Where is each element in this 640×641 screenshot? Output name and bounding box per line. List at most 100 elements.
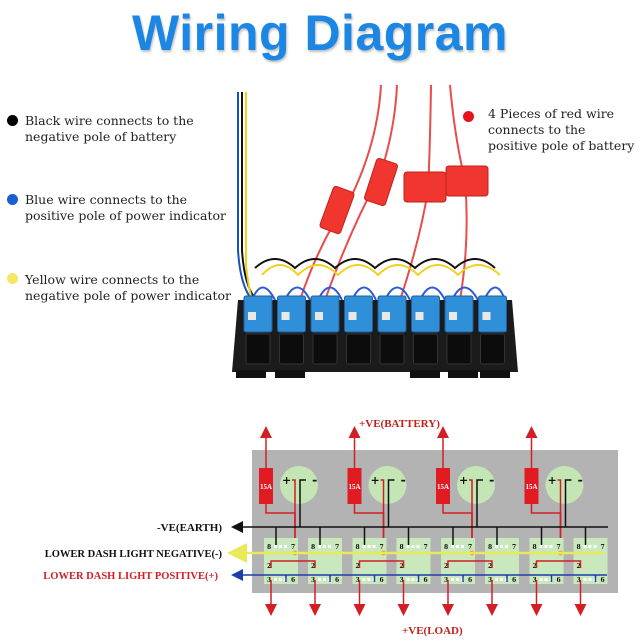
pin-label: 8	[444, 544, 448, 551]
fuse	[347, 468, 362, 504]
pin	[362, 545, 366, 548]
pin	[505, 545, 508, 548]
red-bridge	[270, 560, 316, 568]
fuse-label: 15A	[437, 483, 449, 491]
legend-black-line1: Black wire connects to the	[25, 113, 194, 128]
pin-label: 3	[444, 577, 448, 584]
battery-label: +VE(BATTERY)	[359, 418, 440, 430]
pin	[318, 578, 321, 581]
pin	[323, 578, 326, 581]
pin-label: 8	[533, 544, 537, 551]
legend-yellow-line2: negative pole of power indicator	[25, 288, 231, 303]
pin-label: 8	[488, 544, 492, 551]
indicator-light	[368, 466, 407, 504]
red-bridge	[447, 560, 493, 568]
pin	[411, 578, 415, 581]
pin	[451, 578, 454, 581]
pin	[328, 545, 331, 548]
pin-label: 8	[577, 544, 581, 551]
pin-label: 8	[267, 544, 271, 551]
legend-red-line3: positive pole of battery	[488, 138, 635, 153]
black-wire	[387, 479, 395, 527]
pin	[362, 578, 366, 581]
yellow-dot-icon	[7, 273, 18, 284]
fuse	[436, 468, 450, 504]
pin-label: 2	[577, 563, 581, 570]
page-title: Wiring Diagram	[131, 5, 509, 61]
pin-label: 3	[267, 577, 271, 584]
load-label: +VE(LOAD)	[402, 625, 463, 637]
pin	[588, 578, 592, 581]
pin	[367, 545, 371, 548]
pin	[544, 545, 548, 548]
pin	[461, 545, 464, 548]
pin	[274, 578, 277, 581]
pin-label: 6	[380, 577, 384, 584]
fuse-label: 15A	[260, 483, 272, 491]
pin	[406, 545, 410, 548]
pin-label: 6	[335, 577, 339, 584]
legend-black: Black wire connects to the negative pole…	[25, 113, 194, 145]
dash-negative-label: LOWER DASH LIGHT NEGATIVE(-)	[45, 549, 223, 560]
pin-label: 6	[512, 577, 516, 584]
legend-blue-line2: positive pole of power indicator	[25, 208, 227, 223]
minus-sign: -	[401, 473, 406, 488]
indicator-light	[545, 466, 584, 504]
legend-black-line2: negative pole of battery	[25, 129, 177, 144]
pin	[456, 545, 459, 548]
legend-red-line1: 4 Pieces of red wire	[488, 106, 615, 121]
pin-label: 2	[267, 563, 271, 570]
fuse	[259, 468, 273, 504]
fuse	[524, 468, 539, 504]
pin	[274, 545, 277, 548]
pin	[539, 545, 543, 548]
pin	[372, 545, 376, 548]
legend-yellow: Yellow wire connects to the negative pol…	[25, 272, 231, 304]
pin-label: 7	[601, 544, 605, 551]
red-dot-icon	[463, 111, 474, 122]
pin	[456, 578, 459, 581]
red-wire	[380, 479, 385, 545]
pin-label: 2	[400, 563, 404, 570]
pin	[318, 545, 321, 548]
pin	[544, 578, 548, 581]
pin	[583, 545, 587, 548]
plus-sign: +	[371, 474, 380, 487]
fuse-label: 15A	[348, 483, 360, 491]
pin	[411, 545, 415, 548]
pin-label: 3	[400, 577, 404, 584]
pin	[284, 545, 287, 548]
indicator-light	[280, 466, 318, 504]
pin-label: 7	[557, 544, 561, 551]
pin-label: 7	[512, 544, 516, 551]
minus-sign: -	[312, 473, 317, 488]
pin	[323, 545, 326, 548]
pin	[549, 545, 553, 548]
legend-blue-line1: Blue wire connects to the	[25, 192, 188, 207]
fuse-label: 15A	[525, 483, 537, 491]
legend-yellow-line1: Yellow wire connects to the	[25, 272, 200, 287]
plus-sign: +	[282, 474, 291, 487]
black-wire	[299, 479, 306, 527]
pin	[500, 545, 503, 548]
dash-positive-label: LOWER DASH LIGHT POSITIVE(+)	[43, 571, 218, 582]
minus-sign: -	[489, 473, 494, 488]
pin-label: 3	[533, 577, 537, 584]
pin-label: 7	[468, 544, 472, 551]
red-bridge	[358, 560, 405, 568]
pin-label: 6	[557, 577, 561, 584]
pin	[495, 545, 498, 548]
pin-label: 3	[311, 577, 315, 584]
pin	[495, 578, 498, 581]
pin-label: 7	[291, 544, 295, 551]
pin-label: 7	[335, 544, 339, 551]
pin-label: 8	[400, 544, 404, 551]
pin	[279, 578, 282, 581]
pin-label: 6	[601, 577, 605, 584]
pin-label: 3	[488, 577, 492, 584]
pin	[279, 545, 282, 548]
red-wire	[557, 479, 562, 545]
pin-label: 8	[311, 544, 315, 551]
legend-red-line2: connects to the	[488, 122, 586, 137]
